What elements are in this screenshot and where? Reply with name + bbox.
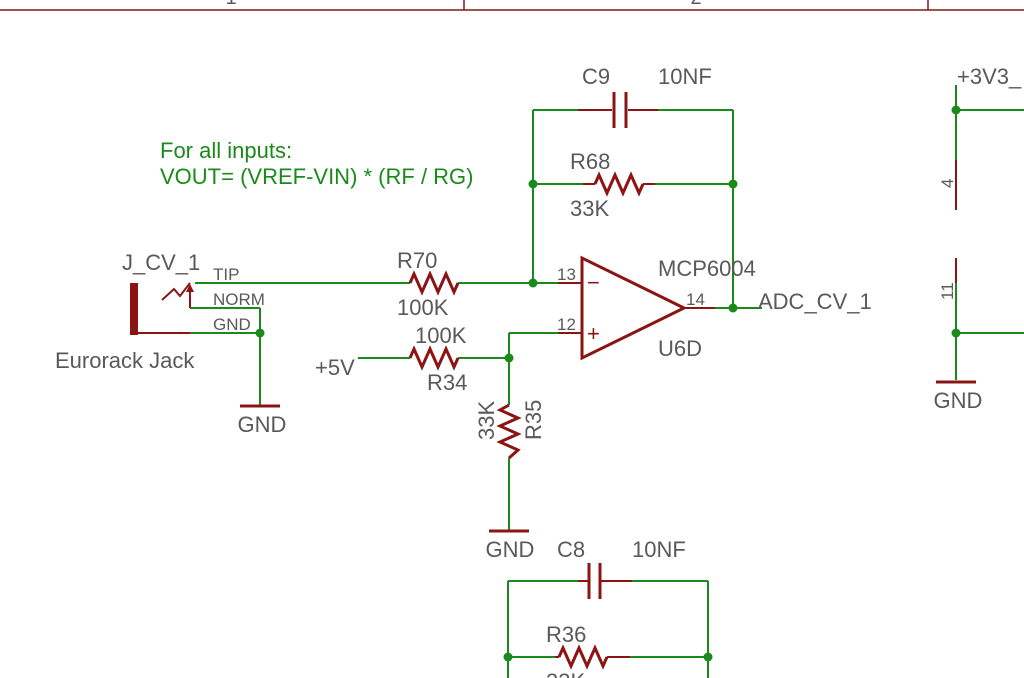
r34-name: R34 bbox=[427, 370, 467, 395]
r36-value: 33K bbox=[546, 669, 585, 678]
resistor-r70 bbox=[408, 270, 460, 296]
opamp-ref: U6D bbox=[658, 336, 702, 361]
r68-value: 33K bbox=[570, 196, 609, 221]
capacitor-c9 bbox=[578, 92, 658, 128]
frame-col-2: 2 bbox=[690, 0, 701, 9]
junctions bbox=[255, 105, 961, 662]
opamp-minus-sign: − bbox=[587, 270, 600, 295]
opamp-pin-noninv: 12 bbox=[557, 315, 576, 334]
c8-value: 10NF bbox=[632, 537, 686, 562]
c9-name: C9 bbox=[582, 64, 610, 89]
opamp-pin-inv: 13 bbox=[557, 265, 576, 284]
opamp-plus-sign: + bbox=[587, 321, 600, 346]
supply-plus5v: +5V bbox=[315, 355, 355, 380]
jack-pin-tip: TIP bbox=[213, 265, 239, 284]
r34-value: 100K bbox=[415, 323, 467, 348]
supply-plus3v3: +3V3_ bbox=[957, 64, 1022, 89]
c8-name: C8 bbox=[557, 537, 585, 562]
r35-value: 33K bbox=[474, 401, 499, 440]
r70-value: 100K bbox=[397, 295, 449, 320]
wires bbox=[190, 85, 1024, 678]
r35-name: R35 bbox=[521, 400, 546, 440]
r68-name: R68 bbox=[570, 149, 610, 174]
frame-col-1: 1 bbox=[225, 0, 236, 9]
ground-label-jack: GND bbox=[238, 412, 287, 437]
net-label-adc-cv-1: ADC_CV_1 bbox=[758, 289, 872, 314]
resistor-r34 bbox=[408, 345, 460, 371]
ground-label-r35: GND bbox=[486, 537, 535, 562]
jack-name: J_CV_1 bbox=[122, 250, 200, 275]
jack-symbol bbox=[130, 282, 194, 335]
opamp-pin-out: 14 bbox=[686, 290, 705, 309]
opamp-u6d bbox=[558, 255, 715, 361]
note-line-2: VOUT= (VREF-VIN) * (RF / RG) bbox=[160, 164, 474, 189]
resistor-r35 bbox=[496, 403, 522, 460]
jack-pin-gnd: GND bbox=[213, 315, 251, 334]
capacitor-c8 bbox=[578, 563, 632, 599]
opamp-part: MCP6004 bbox=[658, 256, 756, 281]
power-pin-vss-label: 11 bbox=[938, 282, 957, 300]
note-line-1: For all inputs: bbox=[160, 138, 292, 163]
resistor-r36 bbox=[555, 644, 630, 670]
drawing-frame: 1 2 bbox=[0, 0, 1024, 11]
r70-name: R70 bbox=[397, 248, 437, 273]
jack-pin-norm: NORM bbox=[213, 290, 265, 309]
ground-label-power: GND bbox=[934, 388, 983, 413]
r36-name: R36 bbox=[546, 622, 586, 647]
resistor-r68 bbox=[583, 171, 655, 197]
power-pin-vdd-label: 4 bbox=[938, 179, 957, 188]
jack-description: Eurorack Jack bbox=[55, 348, 195, 373]
c9-value: 10NF bbox=[658, 64, 712, 89]
